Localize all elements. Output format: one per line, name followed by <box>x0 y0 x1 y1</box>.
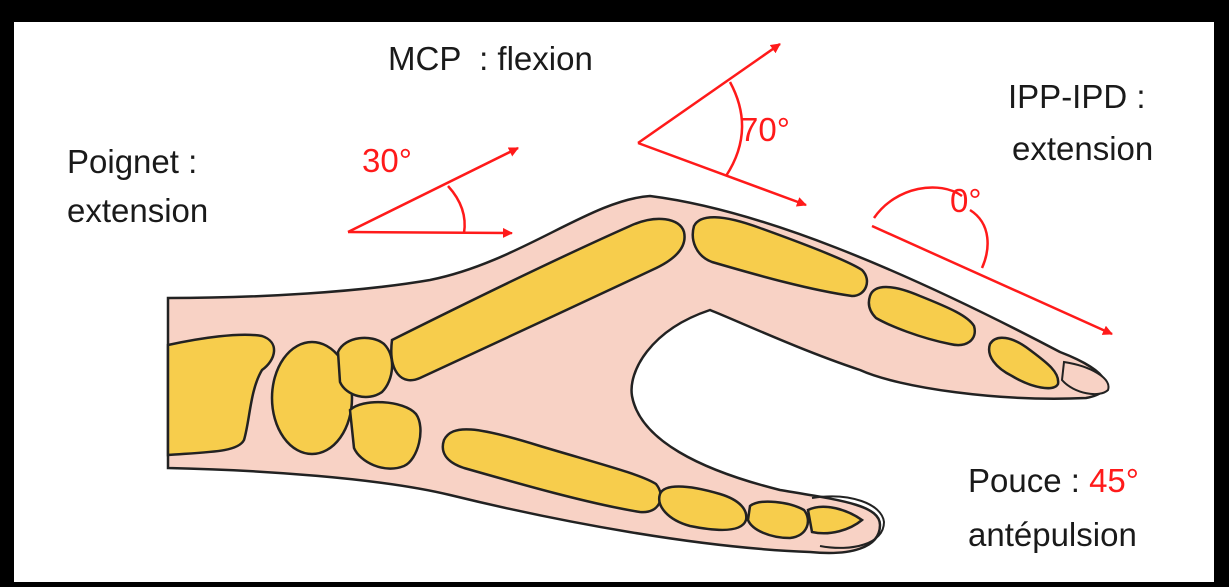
thumb-angle-value: 45° <box>1089 462 1139 499</box>
ipp-angle-value: 0° <box>950 182 982 219</box>
lunate-bone <box>338 338 392 397</box>
trapezium-bone <box>350 402 420 468</box>
thumb-label-prefix: Pouce : <box>968 462 1089 499</box>
mcp-angle-value: 70° <box>740 111 790 148</box>
ipp-label-line1: IPP-IPD : <box>1008 78 1146 115</box>
wrist-label-line1: Poignet : <box>67 143 197 180</box>
thumb-label-line1: Pouce : 45° <box>968 462 1139 499</box>
thumb-label-line2: antépulsion <box>968 516 1137 553</box>
mcp-label: MCP : flexion <box>388 40 593 77</box>
wrist-arrow-lower <box>348 232 512 233</box>
wrist-label-line2: extension <box>67 192 208 229</box>
ipp-label-line2: extension <box>1012 130 1153 167</box>
wrist-angle-value: 30° <box>362 142 412 179</box>
